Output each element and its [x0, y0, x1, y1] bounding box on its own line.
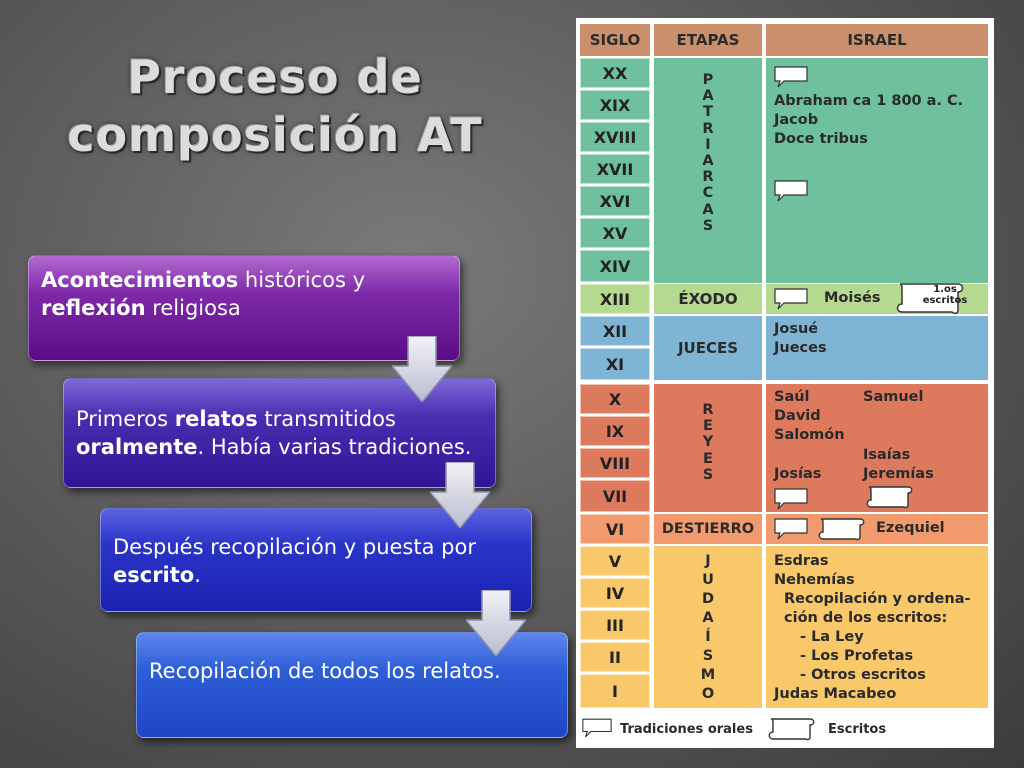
reyes-samuel: Samuel — [863, 389, 924, 405]
century-cell: XVIII — [580, 122, 650, 152]
century-cell: XV — [580, 218, 650, 248]
scroll-icon — [896, 283, 964, 315]
vertical-letter: P — [702, 72, 714, 88]
vertical-letter: S — [702, 217, 714, 234]
title-line-1: Proceso de — [127, 50, 423, 104]
israel-judaismo: Esdras Nehemías Recopilación y ordena- c… — [766, 546, 988, 708]
vertical-letter: Y — [702, 434, 714, 451]
century-cell: VIII — [580, 448, 650, 478]
century-cell: V — [580, 546, 650, 576]
judaismo-text: Esdras Nehemías Recopilación y ordena- c… — [774, 553, 971, 702]
oral-tradition-icon — [582, 718, 612, 738]
israel-reyes: Saúl David Salomón Samuel Isaías Jeremía… — [766, 384, 988, 512]
century-cell: XVII — [580, 154, 650, 184]
oral-tradition-icon — [774, 488, 808, 510]
century-cell: XIX — [580, 90, 650, 120]
down-arrow-icon — [466, 590, 526, 656]
century-cell: XII — [580, 316, 650, 346]
vertical-letter: C — [702, 185, 714, 202]
century-cell: IV — [580, 578, 650, 608]
scroll-icon — [768, 718, 815, 741]
vertical-letter: U — [702, 572, 714, 588]
century-cell: VI — [580, 514, 650, 544]
header-israel: ISRAEL — [766, 24, 988, 56]
vertical-letter: R — [702, 169, 714, 186]
header-etapas: ETAPAS — [654, 24, 762, 56]
century-cell: VII — [580, 480, 650, 512]
vertical-letter: M — [700, 667, 716, 683]
header-siglo: SIGLO — [580, 24, 650, 56]
legend-oral: Tradiciones orales — [620, 722, 753, 737]
oral-tradition-icon — [774, 180, 808, 202]
destierro-ezequiel: Ezequiel — [876, 520, 945, 536]
vertical-letter: A — [702, 153, 714, 170]
israel-exodo: Moisés 1.os escritos — [766, 283, 988, 315]
vertical-letter: R — [702, 402, 714, 418]
step-text: Recopilación de todos los relatos. — [149, 659, 501, 683]
exodo-moises: Moisés — [824, 290, 881, 306]
etapa-destierro: DESTIERRO — [654, 514, 762, 544]
century-cell: I — [580, 674, 650, 708]
vertical-letter: O — [701, 686, 715, 702]
israel-patriarcas: Abraham ca 1 800 a. C. Jacob Doce tribus — [766, 58, 988, 283]
vertical-letter: S — [702, 466, 714, 483]
oral-tradition-icon — [774, 518, 808, 540]
century-cell: XX — [580, 58, 650, 88]
vertical-letter: R — [702, 120, 714, 137]
vertical-letter: E — [703, 418, 713, 435]
israel-jueces: Josué Jueces — [766, 316, 988, 380]
century-cell: XIII — [580, 284, 650, 314]
etapa-exodo: ÉXODO — [654, 284, 762, 314]
step-text: Después recopilación y puesta por escrit… — [113, 535, 476, 587]
exodo-scroll-label: 1.os escritos — [922, 284, 968, 306]
century-cell: II — [580, 642, 650, 672]
vertical-letter: A — [702, 610, 714, 626]
step-text: Primeros relatos transmitidos oralmente.… — [76, 407, 472, 459]
reyes-right-text: Isaías Jeremías — [863, 447, 934, 482]
vertical-letter: A — [702, 88, 714, 105]
scroll-icon — [818, 518, 865, 541]
down-arrow-icon — [430, 462, 490, 528]
reyes-josias: Josías — [774, 466, 822, 482]
vertical-letter: A — [702, 201, 714, 218]
etapa-jueces: JUECES — [654, 316, 762, 380]
oral-tradition-icon — [774, 66, 808, 88]
century-cell: XVI — [580, 186, 650, 216]
vertical-letter: S — [702, 648, 714, 664]
vertical-letter: Í — [705, 629, 711, 645]
vertical-letter: D — [701, 591, 715, 607]
step-text: Acontecimientos históricos y reflexión r… — [41, 268, 365, 320]
century-cell: XIV — [580, 250, 650, 282]
down-arrow-icon — [392, 336, 452, 402]
jueces-text: Josué Jueces — [774, 321, 827, 356]
israel-destierro: Ezequiel — [766, 514, 988, 544]
patriarcas-text: Abraham ca 1 800 a. C. Jacob Doce tribus — [774, 93, 964, 147]
slide-title: Proceso de composición AT — [40, 48, 510, 164]
century-cell: X — [580, 384, 650, 414]
century-cell: IX — [580, 416, 650, 446]
scroll-icon — [866, 486, 913, 509]
vertical-letter: I — [705, 136, 711, 153]
century-cell: III — [580, 610, 650, 640]
vertical-letter: J — [705, 553, 711, 569]
step-1-box: Acontecimientos históricos y reflexión r… — [28, 255, 460, 361]
vertical-letter: T — [703, 104, 713, 121]
title-line-2: composición AT — [67, 108, 483, 162]
step-2-box: Primeros relatos transmitidos oralmente.… — [63, 378, 496, 488]
oral-tradition-icon — [774, 288, 808, 310]
vertical-letter: E — [703, 450, 713, 467]
legend-escritos: Escritos — [828, 722, 887, 737]
century-cell: XI — [580, 348, 650, 380]
reyes-left-text: Saúl David Salomón — [774, 389, 845, 443]
